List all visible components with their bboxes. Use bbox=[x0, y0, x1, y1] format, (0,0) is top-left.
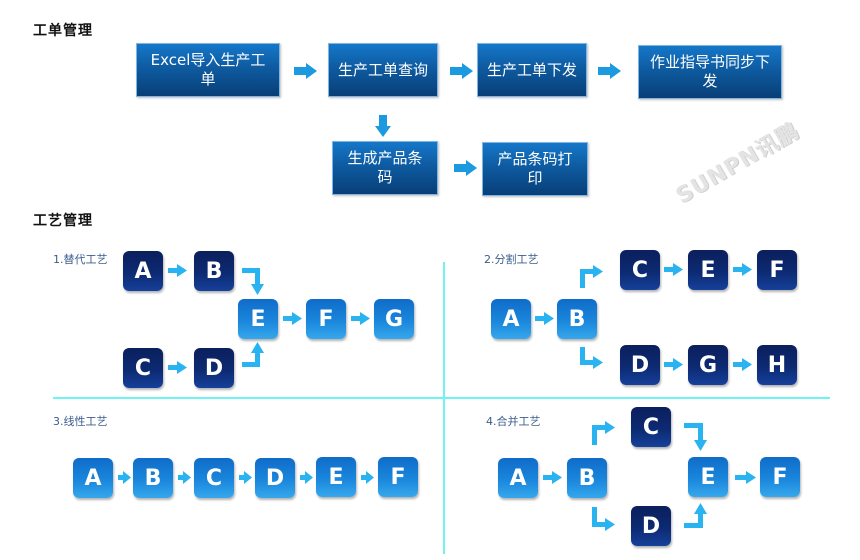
arrow-right-icon bbox=[118, 471, 131, 484]
arrow-elbow-up-right-icon bbox=[580, 265, 603, 288]
arrow-elbow-down-right-icon bbox=[592, 507, 615, 531]
arrow-right-icon bbox=[351, 312, 370, 325]
arrow-right-icon bbox=[239, 471, 252, 484]
node-H: H bbox=[757, 345, 797, 385]
arrow-right-icon bbox=[450, 63, 474, 79]
arrow-right-icon bbox=[361, 471, 374, 484]
arrow-right-icon bbox=[733, 358, 752, 371]
step-excel-import: Excel导入生产工单 bbox=[136, 43, 280, 97]
panel-label: 3.线性工艺 bbox=[53, 415, 108, 428]
node-E: E bbox=[316, 457, 356, 497]
step-work-order-query: 生产工单查询 bbox=[328, 43, 438, 97]
arrow-right-icon bbox=[664, 263, 683, 276]
arrow-elbow-up-icon bbox=[242, 342, 264, 367]
node-D: D bbox=[631, 506, 671, 546]
node-F: F bbox=[757, 250, 797, 290]
arrow-right-icon bbox=[535, 312, 554, 325]
arrow-right-icon bbox=[733, 263, 752, 276]
arrow-right-icon bbox=[300, 471, 313, 484]
node-A: A bbox=[73, 458, 113, 498]
arrow-right-icon bbox=[454, 160, 478, 176]
node-C: C bbox=[123, 348, 163, 388]
panel-label: 4.合并工艺 bbox=[486, 415, 541, 428]
node-E: E bbox=[238, 299, 278, 339]
arrow-right-icon bbox=[178, 471, 191, 484]
node-A: A bbox=[498, 458, 538, 498]
node-C: C bbox=[631, 407, 671, 447]
process-title: 工艺管理 bbox=[33, 213, 93, 229]
step-print-barcode: 产品条码打印 bbox=[482, 142, 588, 196]
node-B: B bbox=[567, 458, 607, 498]
arrow-right-icon bbox=[543, 471, 562, 484]
step-work-order-dispatch: 生产工单下发 bbox=[477, 43, 587, 97]
panel-label: 1.替代工艺 bbox=[53, 253, 108, 266]
step-instruction-sync: 作业指导书同步下发 bbox=[638, 45, 782, 99]
node-G: G bbox=[374, 299, 414, 339]
arrow-elbow-down-icon bbox=[684, 423, 707, 451]
node-F: F bbox=[760, 457, 800, 497]
node-A: A bbox=[123, 251, 163, 291]
node-A: A bbox=[491, 299, 531, 339]
node-G: G bbox=[688, 345, 728, 385]
node-B: B bbox=[133, 458, 173, 498]
node-D: D bbox=[620, 345, 660, 385]
node-D: D bbox=[255, 458, 295, 498]
node-E: E bbox=[688, 250, 728, 290]
arrow-elbow-down-right-icon bbox=[580, 347, 603, 369]
arrow-elbow-up-right-icon bbox=[592, 421, 615, 445]
arrow-right-icon bbox=[664, 358, 683, 371]
arrow-right-icon bbox=[294, 63, 318, 79]
node-B: B bbox=[194, 251, 234, 291]
divider-horizontal bbox=[53, 397, 830, 399]
arrow-right-icon bbox=[735, 471, 756, 484]
node-C: C bbox=[194, 458, 234, 498]
arrow-right-icon bbox=[168, 264, 187, 277]
divider-vertical bbox=[443, 262, 445, 554]
node-B: B bbox=[557, 299, 597, 339]
arrow-elbow-up-icon bbox=[684, 503, 707, 528]
work-order-title: 工单管理 bbox=[33, 23, 93, 39]
arrow-right-icon bbox=[598, 63, 622, 79]
arrow-down-icon bbox=[375, 115, 391, 137]
node-F: F bbox=[378, 457, 418, 497]
node-D: D bbox=[194, 348, 234, 388]
arrow-right-icon bbox=[168, 361, 187, 374]
node-C: C bbox=[620, 250, 660, 290]
step-generate-barcode: 生成产品条码 bbox=[332, 141, 438, 195]
panel-label: 2.分割工艺 bbox=[484, 253, 539, 266]
arrow-elbow-down-icon bbox=[242, 268, 264, 295]
node-E: E bbox=[688, 457, 728, 497]
node-F: F bbox=[306, 299, 346, 339]
arrow-right-icon bbox=[283, 312, 302, 325]
